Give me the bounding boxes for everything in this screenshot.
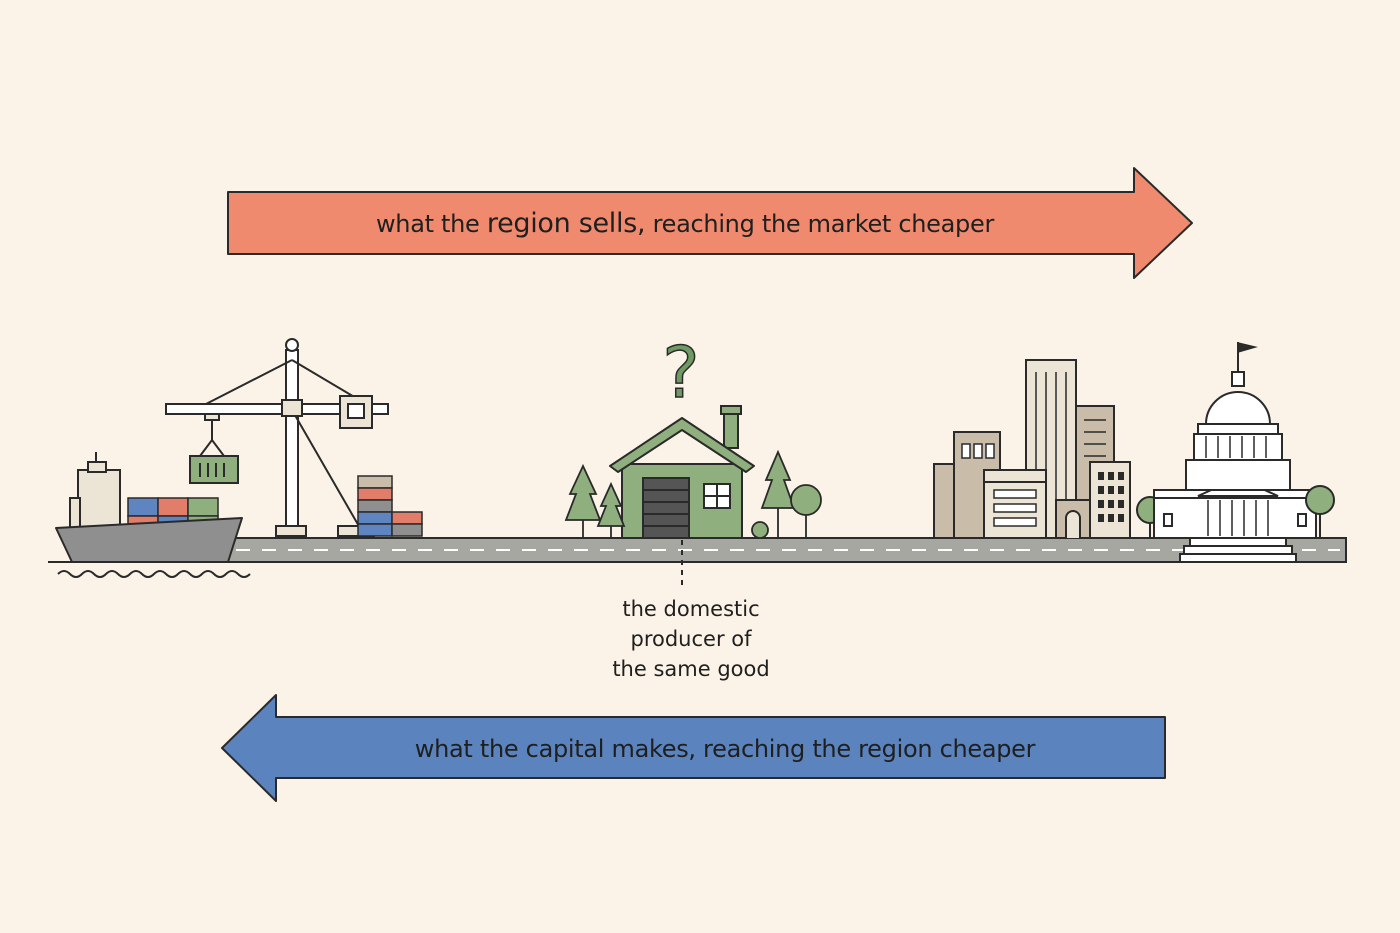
bottom-arrow-label: what the capital makes, reaching the reg… xyxy=(414,735,1036,763)
cargo-ship-icon xyxy=(55,452,243,563)
house-icon xyxy=(609,405,755,539)
water-waves-icon xyxy=(57,570,251,578)
top-arrow-label-emphasis: region sells, xyxy=(486,208,646,239)
bottom-arrow xyxy=(221,694,1166,802)
top-arrow-label-start: what the xyxy=(375,210,487,238)
city-skyline-icon xyxy=(933,359,1164,539)
top-arrow xyxy=(227,167,1193,279)
road xyxy=(48,537,1347,563)
capitol-building-icon xyxy=(1153,342,1335,563)
callout-line-1: the domestic xyxy=(622,597,760,621)
container-stack-icon xyxy=(357,475,423,537)
top-arrow-label-end: reaching the market cheaper xyxy=(645,210,995,238)
callout-line-2: producer of xyxy=(630,627,752,651)
port-crane-icon xyxy=(165,338,389,537)
tree-icon xyxy=(751,449,822,539)
question-mark: ? xyxy=(662,332,699,414)
tree-icon xyxy=(564,463,626,538)
callout-line-3: the same good xyxy=(612,657,770,681)
top-arrow-label: what the region sells, reaching the mark… xyxy=(230,208,1140,239)
domestic-producer-callout: the domestic producer of the same good xyxy=(560,594,822,684)
